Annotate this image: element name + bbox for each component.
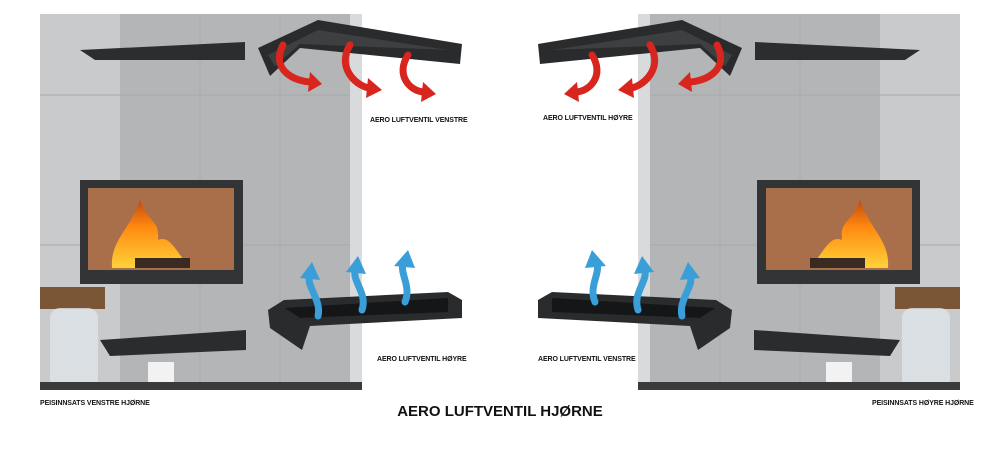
fireplace-photo xyxy=(638,14,960,390)
cool-air-arrows xyxy=(585,250,700,320)
cool-air-arrows xyxy=(300,250,415,320)
left-corner-scene xyxy=(0,0,500,400)
top-vent xyxy=(258,20,462,76)
top-vent xyxy=(538,20,742,76)
bottom-left-vent-label: AERO LUFTVENTIL HØYRE xyxy=(377,356,467,363)
bottom-right-vent-label: AERO LUFTVENTIL VENSTRE xyxy=(538,356,636,363)
right-insert-label: PEISINNSATS HØYRE HJØRNE xyxy=(872,400,974,407)
main-title: AERO LUFTVENTIL HJØRNE xyxy=(397,403,603,420)
fireplace-photo xyxy=(40,14,362,390)
left-insert-label: PEISINNSATS VENSTRE HJØRNE xyxy=(40,400,150,407)
hot-air-arrows xyxy=(275,41,436,102)
top-right-vent-label: AERO LUFTVENTIL HØYRE xyxy=(543,115,633,122)
top-left-vent-label: AERO LUFTVENTIL VENSTRE xyxy=(370,117,468,124)
hot-air-arrows xyxy=(564,41,725,102)
right-corner-scene xyxy=(500,0,1000,400)
